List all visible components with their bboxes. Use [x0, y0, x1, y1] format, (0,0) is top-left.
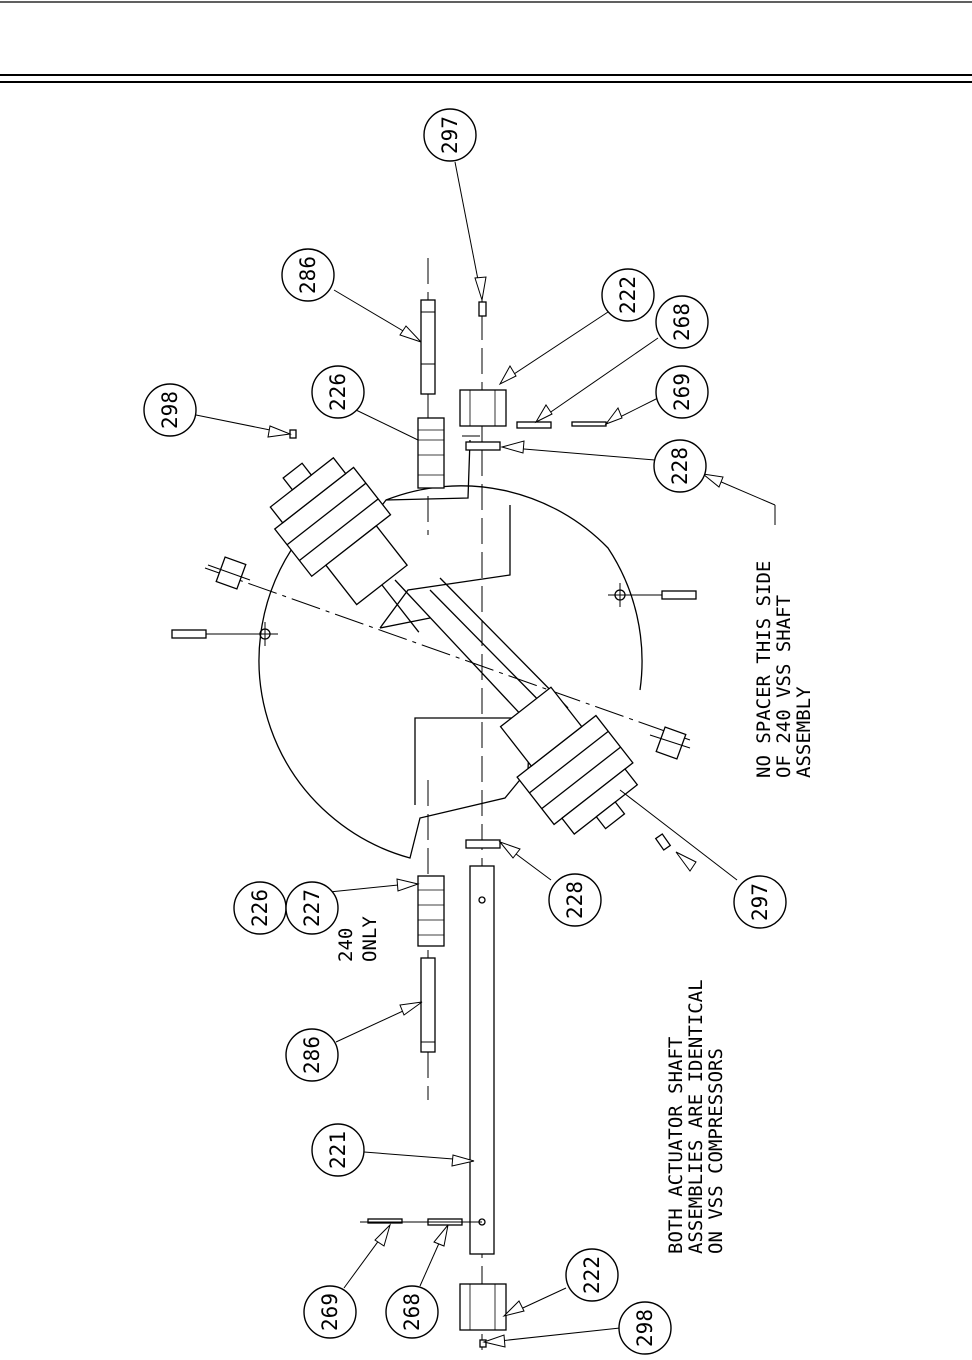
callout-circle — [385, 1285, 439, 1339]
note-240-only: 240 ONLY — [335, 916, 381, 962]
callout-circle — [548, 873, 602, 927]
callout-circle — [285, 881, 339, 935]
upper-spacer-228 — [465, 441, 501, 451]
callout-227: 227 — [285, 881, 339, 935]
callout-circle — [281, 248, 335, 302]
callout-label: 269 — [318, 1293, 342, 1331]
callout-label: 298 — [158, 391, 182, 429]
callout-circle — [303, 1285, 357, 1339]
lower-pin-297 — [654, 833, 672, 851]
callout-label: 268 — [670, 303, 694, 341]
callout-label: 286 — [300, 1036, 324, 1074]
upper-pin-268 — [516, 421, 552, 429]
callout-circle — [423, 108, 477, 162]
callout-circle — [143, 383, 197, 437]
callout-228: 228 — [548, 873, 602, 927]
upper-pin-269 — [571, 421, 607, 427]
note-240-only-line-1: 240 — [335, 928, 357, 962]
callout-label: 228 — [668, 447, 692, 485]
note-both-actuator: BOTH ACTUATOR SHAFT ASSEMBLIES ARE IDENT… — [665, 979, 727, 1254]
callout-228: 228 — [653, 439, 707, 493]
callout-label: 297 — [438, 116, 462, 154]
note-240-only-line-2: ONLY — [359, 916, 381, 962]
callout-label: 228 — [563, 881, 587, 919]
upper-bolt-286 — [420, 299, 436, 395]
actuator-shaft-221 — [469, 865, 495, 1255]
callout-label: 298 — [633, 1309, 657, 1347]
callout-label: 286 — [296, 256, 320, 294]
lower-small-298 — [479, 1339, 487, 1348]
note-no-spacer-line-1: NO SPACER THIS SIDE — [753, 561, 775, 778]
callout-269: 269 — [303, 1285, 357, 1339]
callout-269: 269 — [655, 365, 709, 419]
page-header-rules — [0, 1, 972, 83]
callout-circle — [653, 439, 707, 493]
lower-bushing-226 — [417, 875, 445, 947]
callout-label: 226 — [326, 373, 350, 411]
lower-collar-222 — [459, 1283, 507, 1331]
lower-bolt-286 — [420, 957, 436, 1053]
callout-label: 221 — [326, 1131, 350, 1169]
callout-circle — [311, 365, 365, 419]
callout-circle — [618, 1301, 672, 1355]
callout-circle — [655, 295, 709, 349]
callout-label: 269 — [670, 373, 694, 411]
upper-bushing-226 — [417, 417, 445, 489]
callout-297: 297 — [423, 108, 477, 162]
callout-circle — [655, 365, 709, 419]
callout-label: 227 — [300, 889, 324, 927]
callout-221: 221 — [311, 1123, 365, 1177]
callout-label: 222 — [616, 276, 640, 314]
note-both-actuator-line-1: BOTH ACTUATOR SHAFT — [665, 1037, 687, 1254]
callout-286: 286 — [285, 1028, 339, 1082]
callout-298: 298 — [143, 383, 197, 437]
note-both-actuator-line-3: ON VSS COMPRESSORS — [705, 1048, 727, 1254]
upper-actuator-end — [269, 456, 420, 633]
callout-298: 298 — [618, 1301, 672, 1355]
callout-circle — [311, 1123, 365, 1177]
disk-pins — [171, 556, 697, 760]
callout-label: 297 — [748, 883, 772, 921]
leader-lines — [195, 161, 776, 1348]
callout-297: 297 — [733, 875, 787, 929]
callout-222: 222 — [565, 1248, 619, 1302]
callout-222: 222 — [601, 268, 655, 322]
note-both-actuator-line-2: ASSEMBLIES ARE IDENTICAL — [685, 979, 707, 1254]
note-no-spacer: NO SPACER THIS SIDE OF 240 VSS SHAFT ASS… — [753, 561, 815, 778]
lower-spacer-228 — [465, 839, 501, 849]
callout-286: 286 — [281, 248, 335, 302]
note-no-spacer-line-3: ASSEMBLY — [793, 686, 815, 778]
upper-collar-222 — [459, 389, 507, 437]
callout-268: 268 — [385, 1285, 439, 1339]
callout-label: 268 — [400, 1293, 424, 1331]
note-no-spacer-line-2: OF 240 VSS SHAFT — [773, 595, 795, 778]
callout-226: 226 — [311, 365, 365, 419]
callout-bubbles: 297 286 222 268 298 226 269 228 226 227 228 297 286 2… — [143, 108, 787, 1355]
callout-268: 268 — [655, 295, 709, 349]
callout-226: 226 — [233, 881, 287, 935]
callout-circle — [565, 1248, 619, 1302]
lower-pins-268-269 — [360, 1218, 482, 1226]
callout-label: 226 — [248, 889, 272, 927]
callout-circle — [601, 268, 655, 322]
callout-circle — [733, 875, 787, 929]
callout-circle — [285, 1028, 339, 1082]
upper-pin-297 — [478, 301, 487, 317]
callout-label: 222 — [580, 1256, 604, 1294]
lower-actuator-end — [499, 686, 639, 835]
